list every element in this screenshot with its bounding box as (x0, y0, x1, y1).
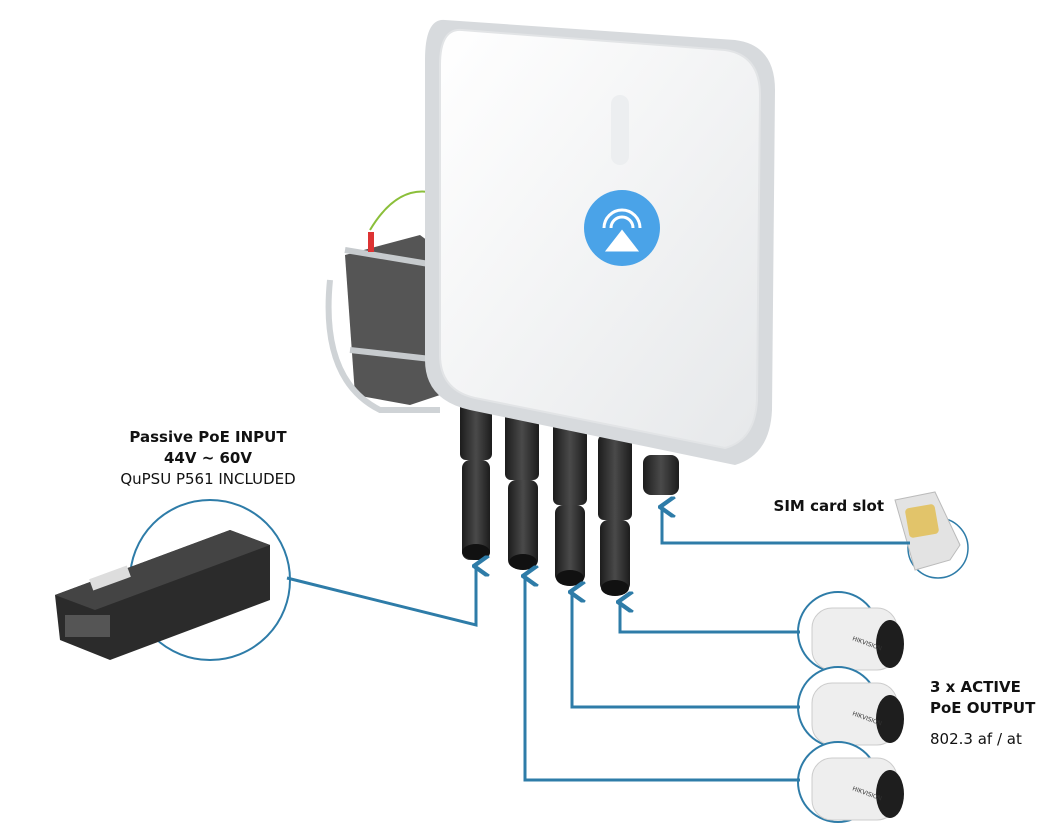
pole-mount-bracket (325, 190, 441, 413)
sim-slot-label: SIM card slot (773, 497, 884, 515)
poe-output-line2: PoE OUTPUT (930, 699, 1036, 717)
poe-input-note: QuPSU P561 INCLUDED (120, 470, 296, 488)
poe-output-label: 3 x ACTIVE PoE OUTPUT 802.3 af / at (930, 677, 1035, 750)
status-led-strip (611, 95, 629, 165)
poe-power-supply (55, 499, 291, 661)
ip-cameras: HIKVISION HIKVISION HIKVISION (797, 591, 904, 823)
poe-input-voltage: 44V ~ 60V (164, 449, 252, 467)
connector-poe-out-2 (553, 420, 587, 586)
sim-card (894, 491, 969, 579)
connection-lines (286, 507, 910, 782)
sim-slot-cap (643, 455, 679, 495)
poe-output-line1: 3 x ACTIVE (930, 678, 1021, 696)
line-poe-out-1 (620, 602, 800, 634)
camera-2: HIKVISION (797, 666, 904, 748)
antenna-icon (602, 208, 642, 252)
connector-poe-input (460, 395, 492, 560)
signal-badge-icon (584, 190, 660, 266)
router-device (425, 19, 775, 466)
line-poe-out-2 (572, 592, 800, 709)
camera-3: HIKVISION (797, 741, 904, 823)
line-poe-input (286, 566, 476, 627)
camera-1: HIKVISION (797, 591, 904, 673)
line-sim (662, 507, 910, 545)
poe-input-title: Passive PoE INPUT (129, 428, 287, 446)
connector-poe-out-1 (598, 435, 632, 596)
poe-output-standard: 802.3 af / at (930, 730, 1022, 748)
line-poe-out-3 (525, 576, 800, 782)
connector-glands (460, 395, 679, 596)
connector-poe-out-3 (505, 405, 539, 570)
poe-input-label: Passive PoE INPUT 44V ~ 60V QuPSU P561 I… (100, 427, 316, 490)
